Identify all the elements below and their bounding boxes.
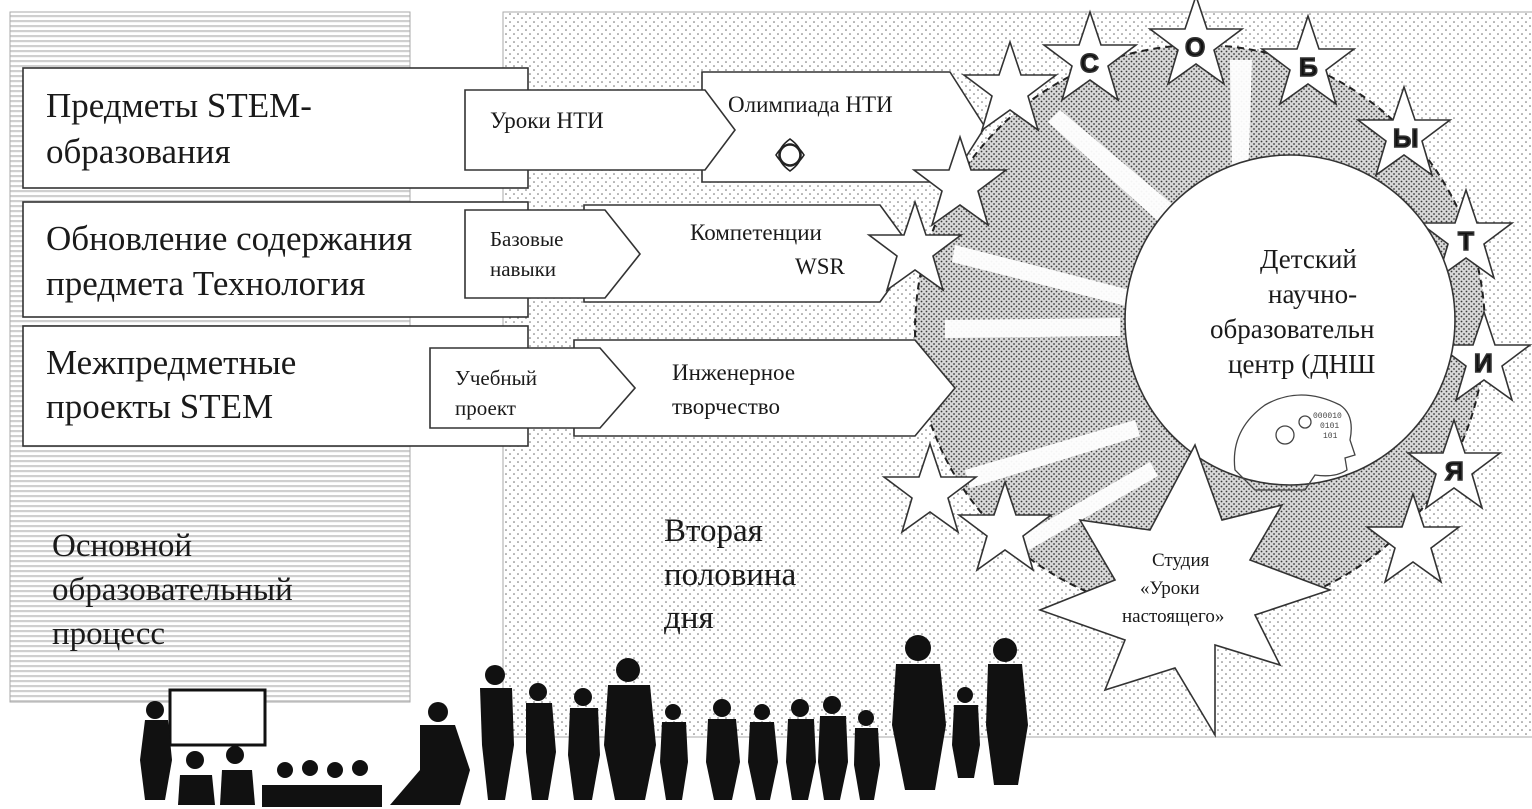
row-3-outer-line-1: Инженерное	[672, 360, 795, 385]
letter-star-5: Т	[1419, 189, 1513, 279]
row-1-title-line-1: Предметы STEM-	[46, 86, 312, 125]
row-3-title-line-1: Межпредметные	[46, 343, 296, 382]
row-2-title-line-1: Обновление содержания	[46, 219, 412, 258]
svg-text:0101: 0101	[1320, 422, 1339, 431]
letter-star-2: О	[1149, 0, 1243, 85]
center-line-3: образовательн	[1210, 314, 1374, 344]
star-letter-5: Т	[1458, 226, 1474, 256]
row-3-inner-line-2: проект	[455, 396, 516, 420]
people-silhouettes-icon	[480, 635, 1028, 800]
row-3-outer-line-2: творчество	[672, 394, 780, 419]
row-3-title-line-2: проекты STEM	[46, 387, 273, 426]
letter-star-3: Б	[1261, 15, 1355, 105]
row-3-inner-arrow	[429, 347, 637, 429]
row-2-inner-line-1: Базовые	[490, 227, 563, 251]
letter-star-1: С	[1043, 11, 1137, 101]
nti-logo-icon	[775, 138, 805, 172]
row-2-title-line-2: предмета Технология	[46, 264, 365, 303]
center-line-2: научно-	[1268, 279, 1357, 309]
studio-line-2: «Уроки	[1140, 578, 1200, 599]
letter-stars: С О Б Ы Т И Я	[1043, 0, 1531, 509]
studio-burst	[1037, 443, 1333, 738]
row-1-title-line-2: образования	[46, 132, 231, 171]
row-3-inner-line-1: Учебный	[455, 366, 537, 390]
star-letter-3: Б	[1299, 52, 1318, 82]
star-letter-7: Я	[1445, 456, 1464, 486]
letter-star-7: Я	[1407, 419, 1501, 509]
row-2-outer-line-2: WSR	[795, 254, 846, 279]
robot-head-icon: 000010 0101 101	[1233, 394, 1356, 491]
row-2: Обновление содержания предмета Технологи…	[22, 201, 916, 318]
left-zone-line-1: Основной	[52, 528, 192, 564]
star-letter-1: С	[1080, 48, 1099, 78]
center-line-4: центр (ДНШ	[1228, 349, 1375, 379]
letter-star-4: Ы	[1357, 86, 1451, 176]
row-1: Предметы STEM- образования Олимпиада НТИ…	[22, 67, 986, 189]
row-2-outer-line-1: Компетенции	[690, 220, 822, 245]
row-1-outer-line-1: Олимпиада НТИ	[728, 92, 893, 117]
svg-text:000010: 000010	[1313, 412, 1342, 421]
right-zone-line-1: Вторая	[664, 513, 763, 549]
studio-line-3: настоящего»	[1122, 606, 1224, 627]
center-line-1: Детский	[1260, 244, 1357, 274]
right-zone-line-2: половина	[664, 557, 797, 593]
left-zone-line-2: образовательный	[52, 572, 293, 608]
row-1-inner-line-1: Уроки НТИ	[490, 108, 604, 133]
row-1-outer-arrow	[701, 71, 986, 183]
star-letter-6: И	[1474, 348, 1493, 378]
classroom-silhouette-icon	[140, 688, 470, 807]
left-zone-line-3: процесс	[52, 616, 165, 652]
star-letter-4: Ы	[1393, 123, 1418, 153]
star-letter-2: О	[1185, 32, 1205, 62]
center-circle	[1124, 154, 1456, 486]
rays	[945, 60, 1252, 562]
row-1-inner-arrow	[464, 89, 736, 171]
svg-text:101: 101	[1323, 432, 1338, 441]
right-zone-line-3: дня	[664, 600, 714, 636]
row-2-inner-line-2: навыки	[490, 257, 556, 281]
studio-line-1: Студия	[1152, 550, 1210, 571]
row-3: Межпредметные проекты STEM Инженерное тв…	[22, 325, 957, 447]
letter-star-6: И	[1437, 311, 1531, 401]
row-2-inner-arrow	[464, 209, 642, 299]
row-2-title-box	[22, 201, 529, 318]
